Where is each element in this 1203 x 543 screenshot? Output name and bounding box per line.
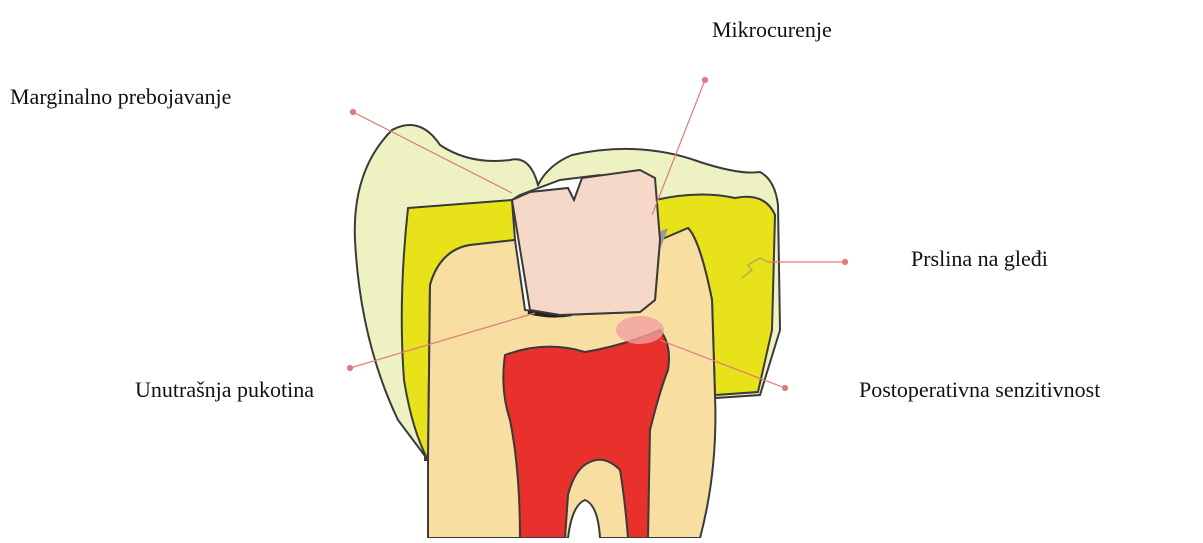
restoration <box>512 170 660 315</box>
leader-internal-crack-dot <box>348 366 353 371</box>
leader-enamel-crack-dot <box>843 260 848 265</box>
label-enamel-crack: Prslina na gleđi <box>911 248 1048 270</box>
label-marginal-staining: Marginalno prebojavanje <box>10 86 231 108</box>
pulp <box>503 330 669 538</box>
leader-postoperative-sensitivity-dot <box>783 386 788 391</box>
leader-microleakage-dot <box>703 78 708 83</box>
label-microleakage: Mikrocurenje <box>712 19 832 41</box>
label-postoperative-sensitivity: Postoperativna senzitivnost <box>859 379 1100 401</box>
sensitivity-glow <box>616 316 664 344</box>
label-internal-crack: Unutrašnja pukotina <box>135 379 314 401</box>
leader-marginal-staining-dot <box>351 110 356 115</box>
